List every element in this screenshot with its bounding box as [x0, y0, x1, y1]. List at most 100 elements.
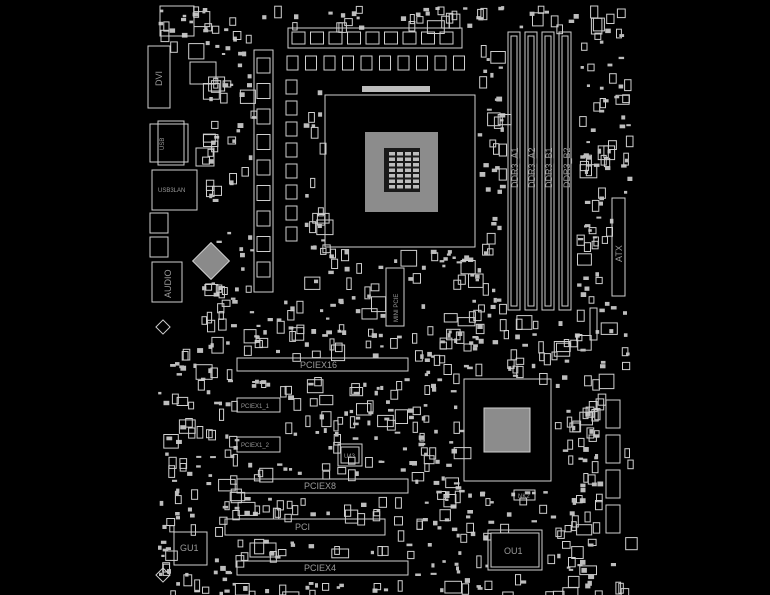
pciex16-slot[interactable] [236, 357, 409, 372]
smd-pad [468, 493, 472, 498]
chipset-outline[interactable] [463, 378, 552, 482]
smd-pad [588, 227, 597, 235]
smd-pad [406, 543, 413, 547]
smd-pad [319, 394, 334, 406]
smd-pad [494, 98, 500, 101]
smd-pad [314, 377, 322, 387]
cpu-center-pad [413, 163, 419, 167]
capacitor [323, 55, 336, 71]
smd-pad [434, 429, 438, 434]
smd-pad [552, 590, 565, 595]
smd-pad [288, 326, 294, 330]
header-block[interactable] [249, 542, 277, 558]
smd-pad [165, 547, 171, 551]
capacitor [285, 163, 298, 179]
smd-pad [276, 500, 284, 511]
mini-pcie-slot[interactable] [385, 267, 405, 327]
smd-pad [476, 16, 481, 20]
smd-pad [225, 402, 231, 407]
smd-pad [394, 516, 403, 526]
smd-pad [493, 143, 500, 155]
smd-pad [484, 251, 489, 255]
smd-pad [158, 545, 162, 550]
usb-connector[interactable] [149, 123, 189, 163]
smd-pad [624, 79, 632, 92]
smd-pad [627, 459, 634, 470]
vrm-choke [256, 236, 271, 252]
smd-pad [283, 467, 288, 471]
chip-u-top[interactable] [189, 61, 217, 85]
smd-pad [578, 238, 584, 241]
pciex8-slot[interactable] [236, 478, 409, 494]
smd-pad [162, 562, 171, 573]
usb3-lan-connector[interactable] [151, 169, 198, 211]
smd-pad [447, 250, 452, 254]
smd-pad [506, 512, 512, 517]
smd-pad [564, 359, 570, 363]
smd-pad [524, 491, 531, 495]
smd-pad [169, 525, 175, 533]
smd-pad [190, 513, 195, 518]
top-left-connector[interactable] [159, 5, 195, 37]
smd-pad [291, 327, 305, 341]
smd-pad [424, 501, 429, 504]
top-choke [421, 31, 435, 45]
smd-pad [214, 401, 220, 405]
pciex4-slot[interactable] [236, 560, 409, 576]
pciex1-2-slot[interactable] [236, 436, 281, 453]
smd-pad [378, 333, 383, 338]
smd-pad [290, 543, 296, 547]
ou1-chip[interactable] [490, 532, 540, 568]
vrm-choke [256, 185, 271, 201]
smd-pad [424, 463, 430, 472]
smd-pad [585, 583, 591, 589]
smd-pad [197, 380, 205, 391]
smd-pad [472, 299, 476, 303]
top-choke [384, 31, 398, 45]
rear-port-1[interactable] [149, 212, 169, 234]
smd-pad [252, 381, 256, 383]
smd-pad [174, 495, 182, 505]
cpu-socket[interactable] [324, 94, 476, 248]
nk2-chip[interactable] [513, 489, 536, 501]
capacitor [342, 55, 354, 71]
smd-pad [251, 384, 257, 388]
smd-pad [243, 586, 248, 591]
smd-pad [491, 222, 497, 226]
smd-pad [539, 352, 545, 362]
gu1-chip[interactable] [173, 531, 208, 566]
smd-pad [275, 555, 281, 559]
smd-pad [317, 207, 324, 217]
u43-chip[interactable] [337, 443, 363, 467]
vrm-chokes [256, 57, 271, 278]
smd-pad [623, 311, 627, 315]
smd-pad [231, 324, 237, 328]
smd-pad [322, 334, 328, 337]
audio-connector[interactable] [151, 261, 183, 303]
smd-pad [584, 169, 588, 174]
atx-connector[interactable] [611, 197, 626, 297]
smd-pad [512, 365, 519, 374]
super-io-chip[interactable] [191, 241, 231, 281]
rear-port-2[interactable] [149, 236, 169, 258]
smd-pad [604, 301, 610, 306]
smd-pad [408, 277, 414, 281]
pci-slot[interactable] [224, 518, 386, 536]
smd-pad [478, 338, 484, 344]
smd-pad [430, 249, 437, 254]
smd-pad [232, 300, 238, 304]
dvi-connector[interactable] [147, 45, 171, 109]
smd-pad [197, 348, 204, 353]
pciex1-1-slot[interactable] [236, 397, 281, 413]
chip-u-mid[interactable] [195, 147, 215, 167]
capacitor [285, 100, 298, 116]
smd-pad [175, 512, 180, 516]
sata-connectors [605, 399, 621, 534]
smd-pad [237, 63, 243, 68]
smd-pad [290, 306, 295, 312]
smd-pad [580, 483, 586, 488]
smd-pad [595, 276, 603, 285]
smd-pad [416, 518, 423, 530]
right-header[interactable] [589, 307, 598, 341]
